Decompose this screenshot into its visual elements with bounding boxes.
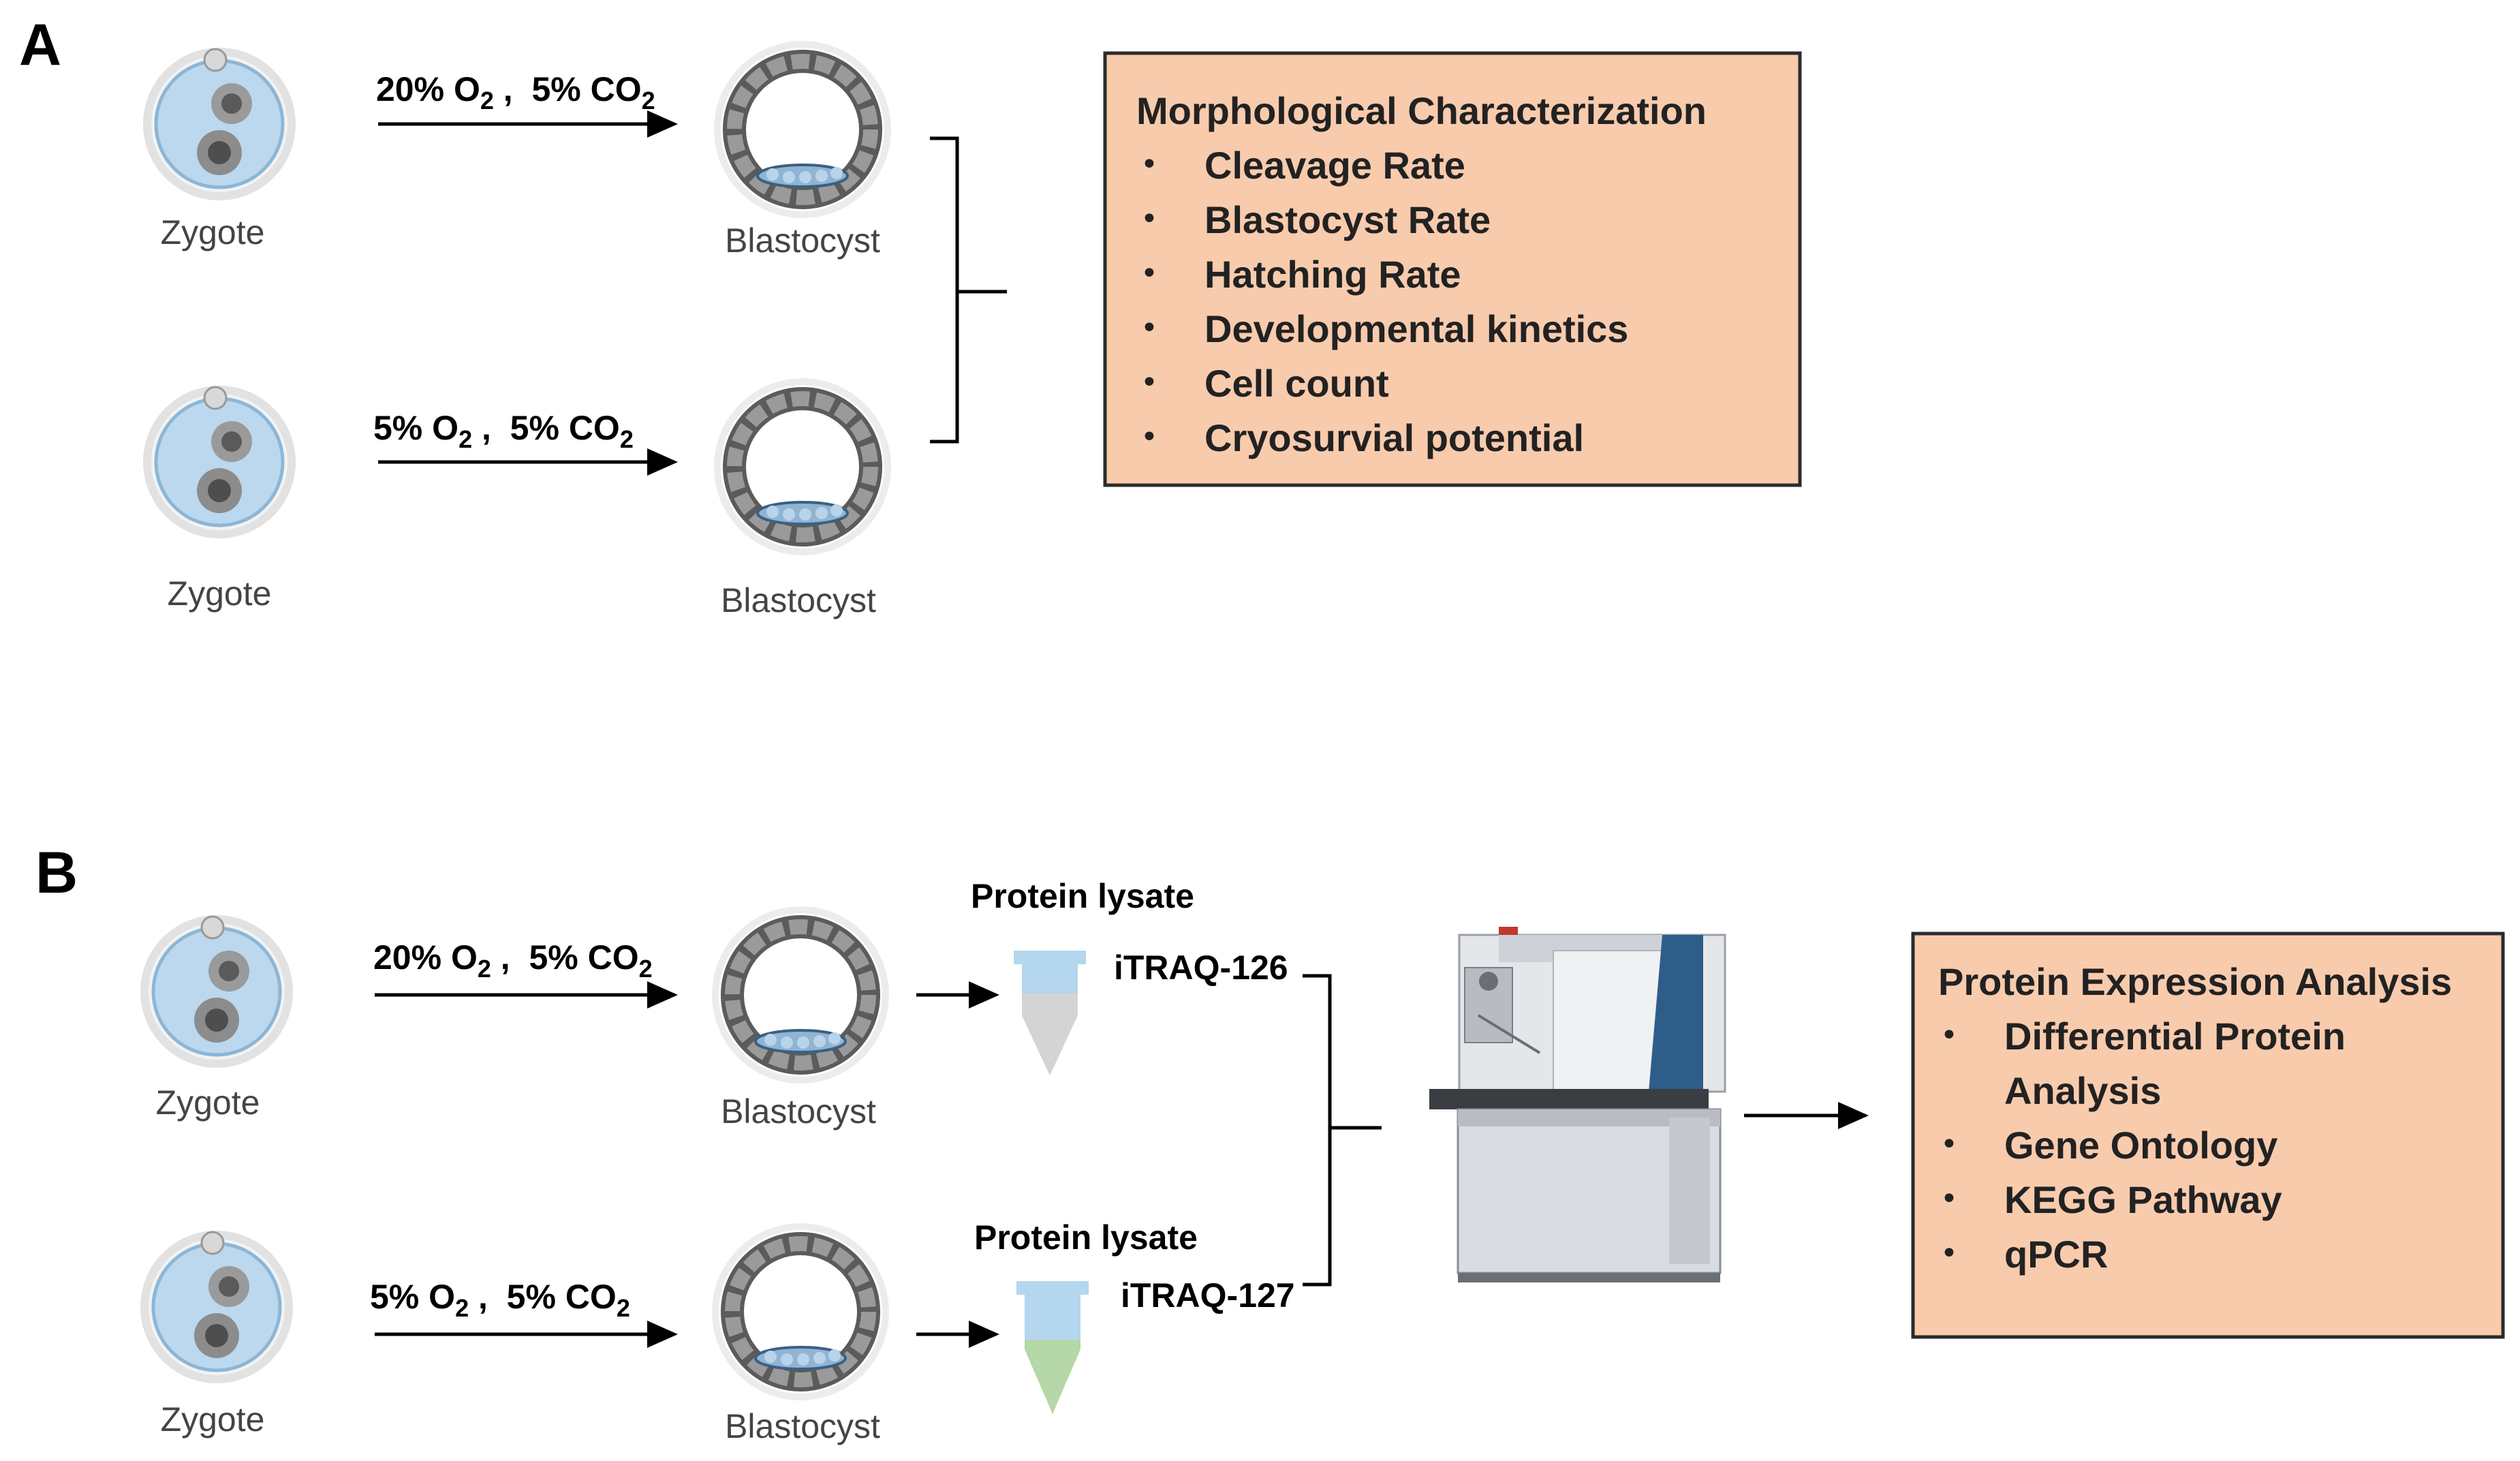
bracket [930,136,1007,444]
bullet-icon: • [1140,202,1158,236]
panel-b-row-1: Zygote 20% O2 , 5% CO2 Blastocyst Protei… [140,877,1288,1131]
box-item: qPCR [2004,1233,2108,1276]
condition-label: 5% O2 , 5% CO2 [373,409,634,453]
box-item: Developmental kinetics [1204,307,1628,350]
panel-a-letter: A [19,12,61,78]
box-title: Morphological Characterization [1136,89,1707,132]
bullet-icon: • [1140,256,1158,291]
bracket [1303,974,1382,1287]
bullet-icon: • [1940,1018,1958,1053]
zygote-label: Zygote [156,1083,260,1122]
condition-label: 20% O2 , 5% CO2 [373,938,653,983]
zygote-label: Zygote [168,574,272,613]
protein-lysate-label: Protein lysate [974,1218,1198,1257]
bullet-icon: • [1140,311,1158,345]
panel-b-letter: B [35,840,78,906]
box-item: KEGG Pathway [2004,1178,2282,1221]
morphological-characterization-box: Morphological Characterization • Cleavage… [1103,51,1802,487]
blastocyst-icon [712,906,889,1083]
blastocyst-label: Blastocyst [725,1407,880,1445]
condition-label: 20% O2 , 5% CO2 [376,70,655,114]
bullet-icon: • [1140,365,1158,400]
sample-tube-icon [1016,1281,1089,1414]
sample-tube-icon [1014,951,1086,1075]
protein-expression-analysis-box: Protein Expression Analysis • Differentia… [1911,932,2505,1339]
zygote-label: Zygote [161,1400,265,1439]
itraq-label: iTRAQ-126 [1114,949,1288,987]
blastocyst-icon [714,41,891,218]
zygote-icon [143,386,296,538]
panel-a-row-1: Zygote 20% O2 , 5% CO2 Blastocyst [143,41,891,260]
itraq-label: iTRAQ-127 [1121,1276,1295,1314]
bullet-icon: • [1140,147,1158,182]
box-item: Cleavage Rate [1204,144,1465,187]
zygote-icon [143,48,296,200]
blastocyst-label: Blastocyst [721,581,876,619]
box-title: Protein Expression Analysis [1938,960,2452,1003]
mass-spectrometer-icon [1429,927,1726,1282]
protein-lysate-label: Protein lysate [971,877,1194,915]
blastocyst-icon [714,378,891,555]
box-item-list: • Cleavage Rate • Blastocyst Rate • Hatching … [1140,144,1628,459]
zygote-icon [140,915,293,1068]
bullet-icon: • [1140,420,1158,455]
box-item: Cell count [1204,362,1389,405]
box-item: Differential Protein [2004,1015,2346,1058]
panel-b-row-2: Zygote 5% O2 , 5% CO2 Blastocyst Protein… [140,1218,1295,1445]
panel-a-row-2: Zygote 5% O2 , 5% CO2 Blastocyst [143,378,891,619]
blastocyst-label: Blastocyst [725,221,880,260]
zygote-icon [140,1231,293,1383]
zygote-label: Zygote [161,213,265,251]
box-item: Blastocyst Rate [1204,198,1491,241]
box-item: Analysis [2004,1069,2161,1112]
box-item: Cryosurvial potential [1204,416,1584,459]
bullet-icon: • [1940,1236,1958,1271]
condition-label: 5% O2 , 5% CO2 [370,1278,630,1322]
blastocyst-icon [712,1223,889,1400]
blastocyst-label: Blastocyst [721,1092,876,1131]
bullet-icon: • [1940,1182,1958,1216]
box-item: Gene Ontology [2004,1124,2277,1167]
box-item: Hatching Rate [1204,253,1461,296]
bullet-icon: • [1940,1127,1958,1162]
